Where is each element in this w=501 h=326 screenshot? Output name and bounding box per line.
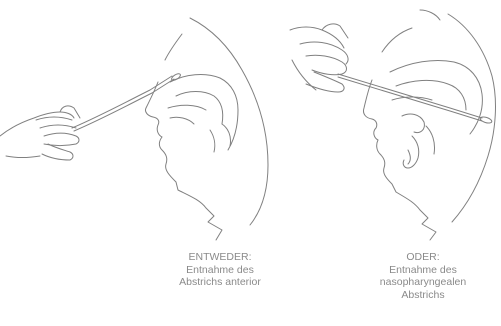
caption-line: Entnahme des <box>365 264 481 277</box>
nasopharyngeal-head-illustration <box>290 10 495 240</box>
caption-line: nasopharyngealen <box>365 276 481 289</box>
caption-line: Abstrichs anterior <box>162 276 278 289</box>
anterior-head-illustration <box>0 18 268 240</box>
caption-line: Abstrichs <box>365 289 481 302</box>
anterior-swab-caption: ENTWEDER: Entnahme des Abstrichs anterio… <box>162 251 278 289</box>
caption-keyword-either: ENTWEDER: <box>162 251 278 264</box>
nasopharyngeal-swab-caption: ODER: Entnahme des nasopharyngealen Abst… <box>365 251 481 301</box>
caption-keyword-or: ODER: <box>365 251 481 264</box>
caption-line: Entnahme des <box>162 264 278 277</box>
